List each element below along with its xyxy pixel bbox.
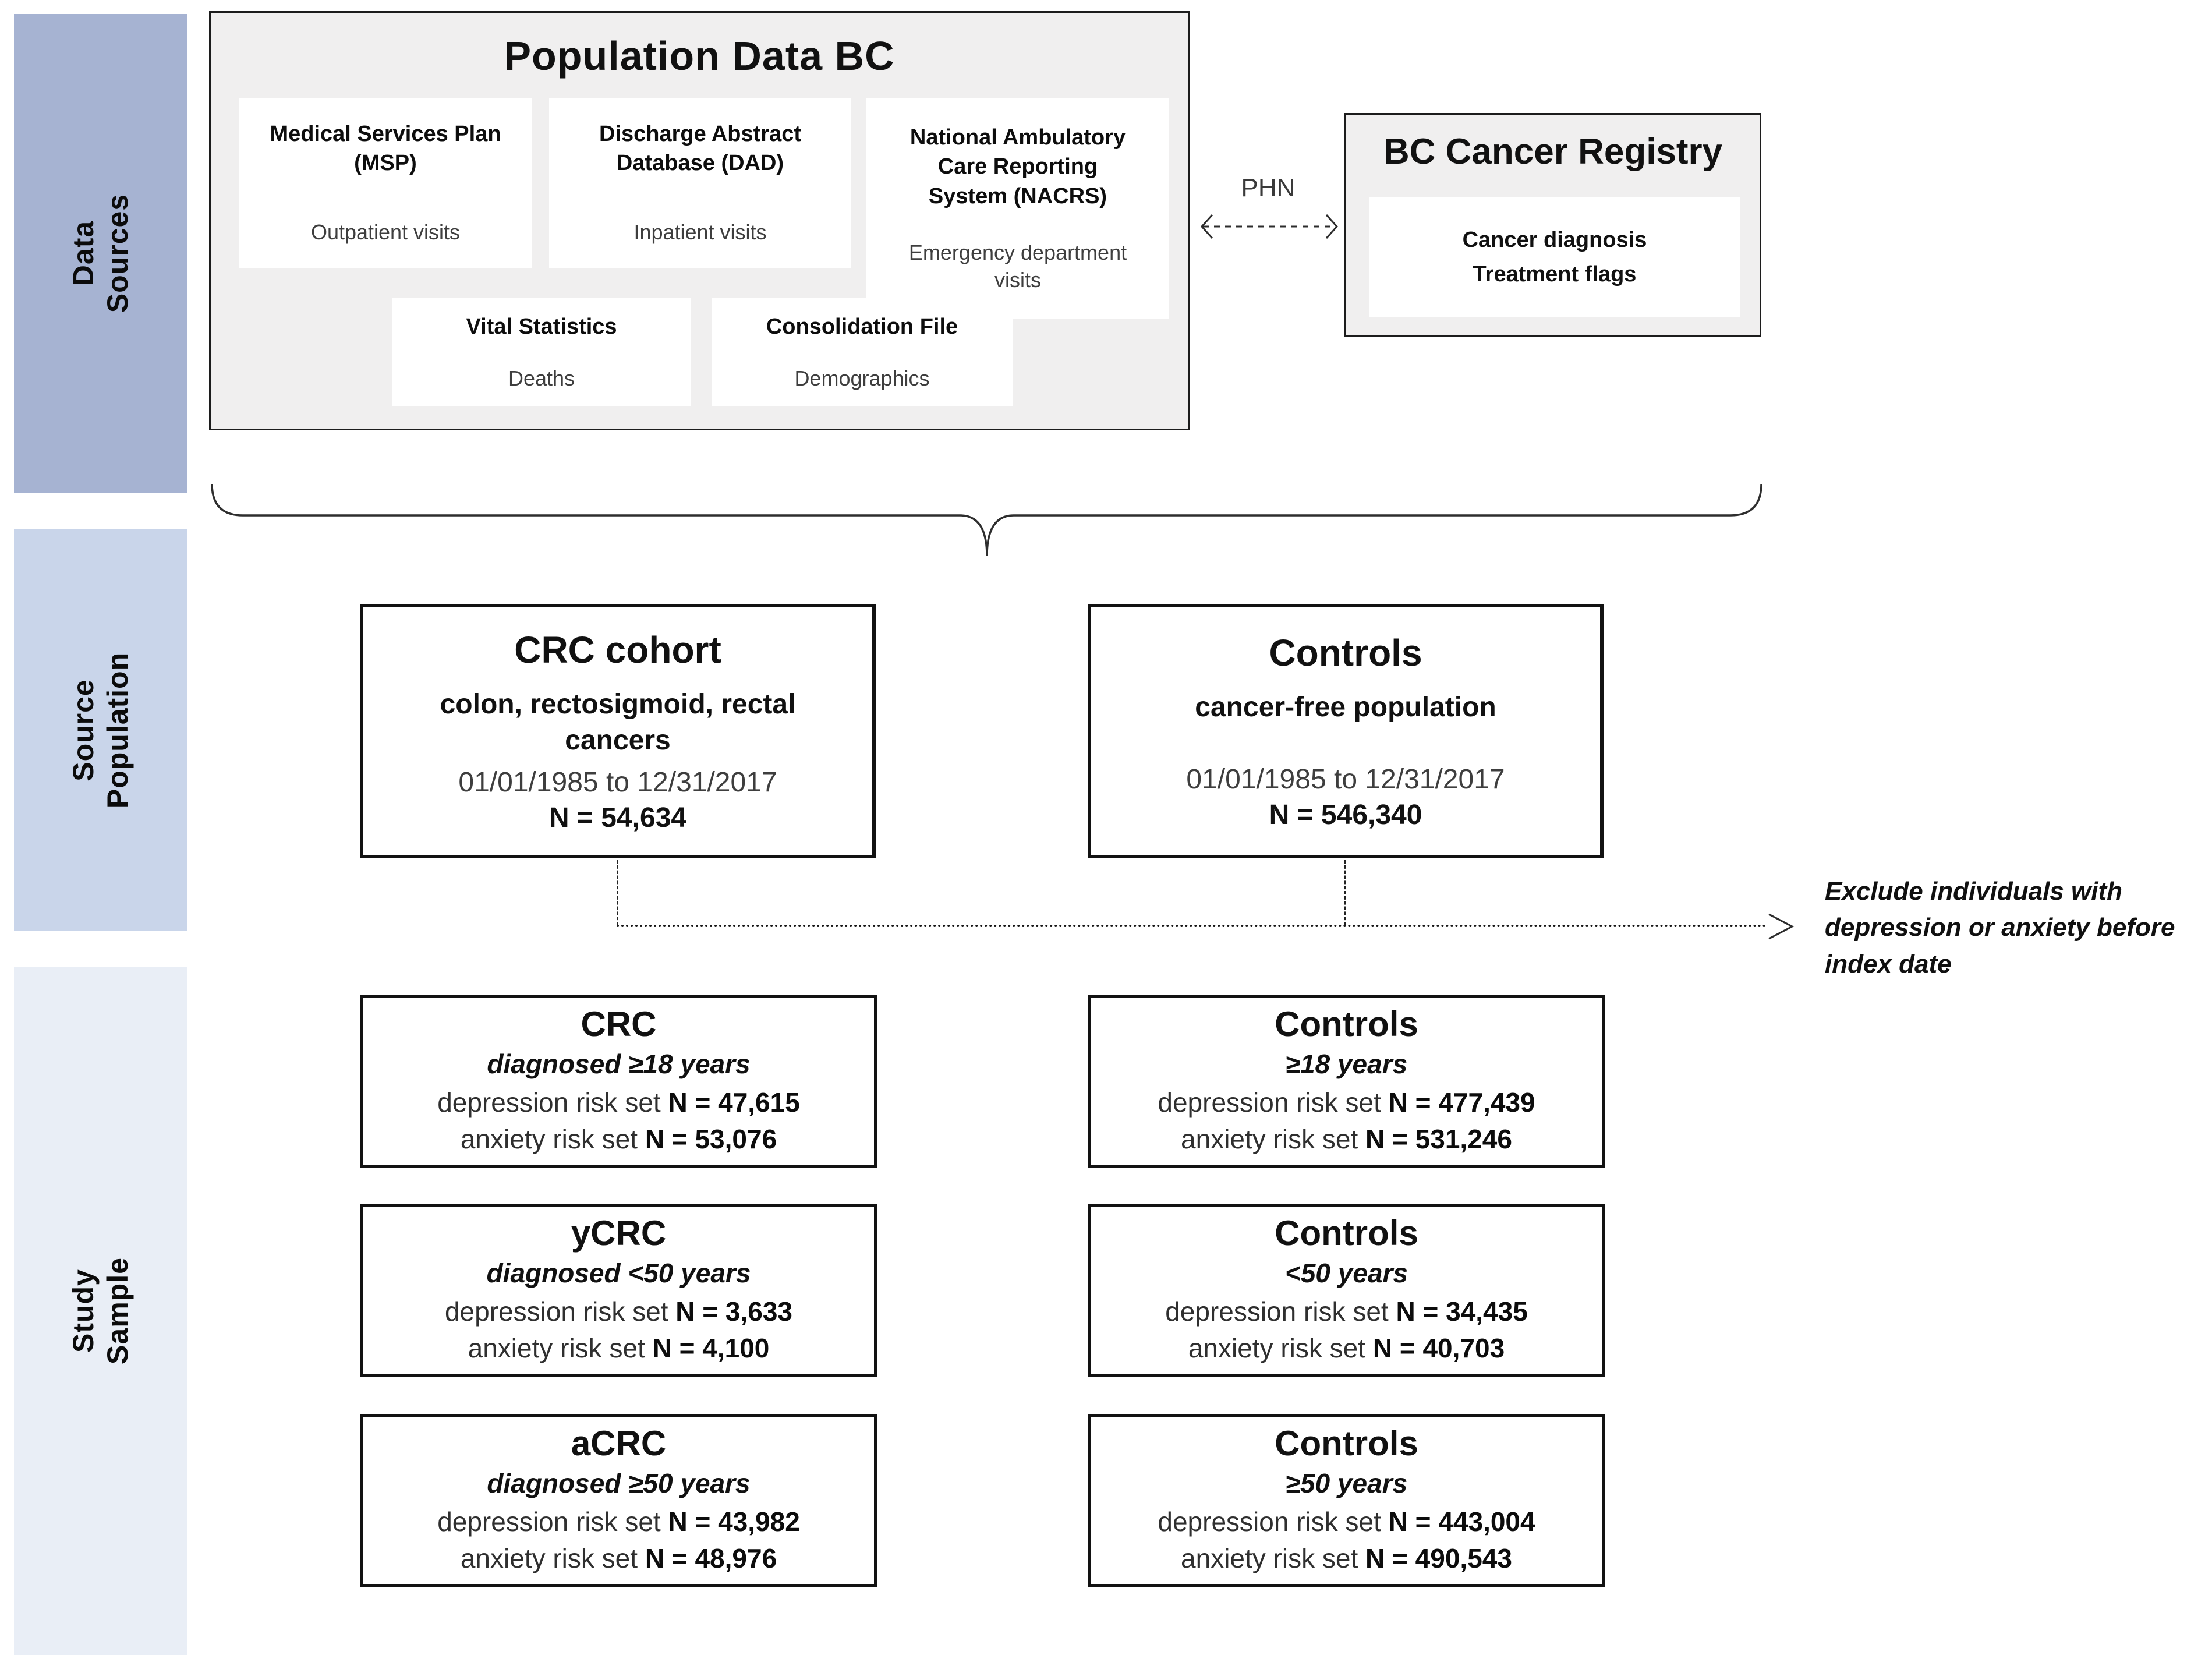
consolidation-file-card: Consolidation File Demographics: [712, 298, 1013, 406]
depression-risk-label: depression risk set: [1165, 1296, 1389, 1327]
dad-subtitle: Inpatient visits: [633, 220, 767, 245]
study-box-title: Controls: [1275, 1213, 1418, 1253]
dashed-connector-left: [617, 860, 618, 925]
depression-risk-n: N = 3,633: [675, 1296, 793, 1327]
controls-source-subtitle: cancer-free population: [1195, 691, 1496, 723]
crc-cohort-title: CRC cohort: [514, 629, 721, 671]
controls-source-box: Controls cancer-free population 01/01/19…: [1088, 604, 1604, 858]
msp-title: Medical Services Plan (MSP): [270, 122, 501, 176]
anxiety-risk-line: anxiety risk set N = 53,076: [461, 1121, 777, 1158]
study-box-age: ≥50 years: [1285, 1467, 1408, 1498]
controls-under50-study-box: Controls <50 years depression risk set N…: [1088, 1204, 1605, 1377]
study-box-title: Controls: [1275, 1423, 1418, 1463]
depression-risk-n: N = 443,004: [1388, 1506, 1535, 1537]
study-box-age: diagnosed <50 years: [486, 1257, 751, 1288]
consolidation-file-subtitle: Demographics: [794, 366, 930, 391]
bc-cancer-registry-panel: BC Cancer Registry Cancer diagnosis Trea…: [1344, 113, 1761, 337]
study-box-age: diagnosed ≥18 years: [487, 1048, 751, 1079]
dad-card: Discharge Abstract Database (DAD) Inpati…: [549, 98, 851, 268]
study-box-title: yCRC: [571, 1213, 667, 1253]
anxiety-risk-label: anxiety risk set: [468, 1333, 645, 1363]
sidebar-band-study-sample: Study Sample: [14, 967, 187, 1655]
anxiety-risk-n: N = 531,246: [1365, 1124, 1512, 1154]
controls-18-study-box: Controls ≥18 years depression risk set N…: [1088, 995, 1605, 1168]
dashed-connector-right: [1344, 860, 1346, 925]
controls-source-n: N = 546,340: [1269, 800, 1422, 831]
anxiety-risk-label: anxiety risk set: [460, 1543, 638, 1573]
depression-risk-n: N = 47,615: [668, 1087, 800, 1118]
study-box-title: aCRC: [571, 1423, 667, 1463]
controls-source-title: Controls: [1269, 631, 1422, 674]
crc-study-box: CRC diagnosed ≥18 years depression risk …: [360, 995, 877, 1168]
acrc-study-box: aCRC diagnosed ≥50 years depression risk…: [360, 1414, 877, 1587]
depression-risk-label: depression risk set: [1158, 1506, 1381, 1537]
registry-content: Cancer diagnosis Treatment flags: [1462, 228, 1647, 287]
vital-statistics-title: Vital Statistics: [466, 314, 617, 340]
anxiety-risk-line: anxiety risk set N = 48,976: [461, 1540, 777, 1577]
anxiety-risk-line: anxiety risk set N = 40,703: [1188, 1330, 1505, 1367]
exclusion-note: Exclude individuals with depression or a…: [1825, 877, 2175, 978]
anxiety-risk-line: anxiety risk set N = 531,246: [1181, 1121, 1512, 1158]
crc-cohort-subtitle: colon, rectosigmoid, rectal cancers: [440, 689, 796, 756]
population-data-bc-panel: Population Data BC Medical Services Plan…: [209, 11, 1190, 430]
depression-risk-n: N = 43,982: [668, 1506, 800, 1537]
study-box-age: ≥18 years: [1285, 1048, 1408, 1079]
study-box-age: diagnosed ≥50 years: [487, 1467, 751, 1498]
depression-risk-label: depression risk set: [437, 1087, 661, 1118]
anxiety-risk-n: N = 490,543: [1365, 1543, 1512, 1573]
nacrs-title: National Ambulatory Care Reporting Syste…: [909, 125, 1126, 208]
depression-risk-label: depression risk set: [444, 1296, 668, 1327]
anxiety-risk-line: anxiety risk set N = 490,543: [1181, 1540, 1512, 1577]
crc-cohort-n: N = 54,634: [548, 802, 687, 833]
study-box-age: <50 years: [1284, 1257, 1408, 1288]
anxiety-risk-n: N = 40,703: [1372, 1333, 1505, 1363]
controls-50plus-study-box: Controls ≥50 years depression risk set N…: [1088, 1414, 1605, 1587]
depression-risk-line: depression risk set N = 477,439: [1158, 1084, 1535, 1121]
data-sources-label: Data Sources: [66, 193, 134, 313]
anxiety-risk-label: anxiety risk set: [1188, 1333, 1366, 1363]
study-box-title: CRC: [581, 1004, 657, 1044]
depression-risk-line: depression risk set N = 3,633: [445, 1293, 792, 1330]
depression-risk-label: depression risk set: [437, 1506, 661, 1537]
study-box-title: Controls: [1275, 1004, 1418, 1044]
bc-cancer-registry-title: BC Cancer Registry: [1383, 132, 1723, 172]
depression-risk-line: depression risk set N = 34,435: [1165, 1293, 1528, 1330]
anxiety-risk-n: N = 48,976: [645, 1543, 777, 1573]
phn-label: PHN: [1241, 174, 1296, 202]
nacrs-card: National Ambulatory Care Reporting Syste…: [866, 98, 1169, 319]
exclusion-arrowhead-icon: [1768, 913, 1795, 940]
crc-cohort-box: CRC cohort colon, rectosigmoid, rectal c…: [360, 604, 876, 858]
controls-source-period: 01/01/1985 to 12/31/2017: [1186, 764, 1505, 795]
phn-double-arrow-icon: [1200, 214, 1339, 239]
anxiety-risk-n: N = 4,100: [652, 1333, 770, 1363]
anxiety-risk-line: anxiety risk set N = 4,100: [468, 1330, 770, 1367]
depression-risk-line: depression risk set N = 443,004: [1158, 1504, 1535, 1540]
msp-subtitle: Outpatient visits: [310, 220, 461, 245]
depression-risk-line: depression risk set N = 47,615: [437, 1084, 800, 1121]
depression-risk-n: N = 34,435: [1396, 1296, 1528, 1327]
crc-cohort-period: 01/01/1985 to 12/31/2017: [458, 766, 777, 798]
consolidation-file-title: Consolidation File: [766, 314, 958, 340]
anxiety-risk-label: anxiety risk set: [1181, 1124, 1358, 1154]
dad-title: Discharge Abstract Database (DAD): [599, 122, 802, 176]
depression-risk-line: depression risk set N = 43,982: [437, 1504, 800, 1540]
population-data-bc-title: Population Data BC: [504, 33, 895, 79]
source-population-label: Source Population: [67, 652, 134, 809]
sidebar-band-source-population: Source Population: [14, 529, 187, 931]
exclusion-dotted-line: [617, 925, 1767, 927]
ycrc-study-box: yCRC diagnosed <50 years depression risk…: [360, 1204, 877, 1377]
depression-risk-label: depression risk set: [1158, 1087, 1381, 1118]
sidebar-band-data-sources: Data Sources: [14, 14, 187, 493]
registry-inner-card: Cancer diagnosis Treatment flags: [1369, 197, 1740, 317]
anxiety-risk-label: anxiety risk set: [1181, 1543, 1358, 1573]
anxiety-risk-label: anxiety risk set: [460, 1124, 638, 1154]
curly-brace-icon: [211, 484, 1762, 557]
depression-risk-n: N = 477,439: [1388, 1087, 1535, 1118]
study-sample-label: Study Sample: [67, 1257, 134, 1364]
anxiety-risk-n: N = 53,076: [645, 1124, 777, 1154]
vital-statistics-card: Vital Statistics Deaths: [392, 298, 691, 406]
vital-statistics-subtitle: Deaths: [508, 366, 575, 391]
msp-card: Medical Services Plan (MSP) Outpatient v…: [239, 98, 532, 268]
nacrs-subtitle: Emergency department visits: [908, 240, 1127, 292]
